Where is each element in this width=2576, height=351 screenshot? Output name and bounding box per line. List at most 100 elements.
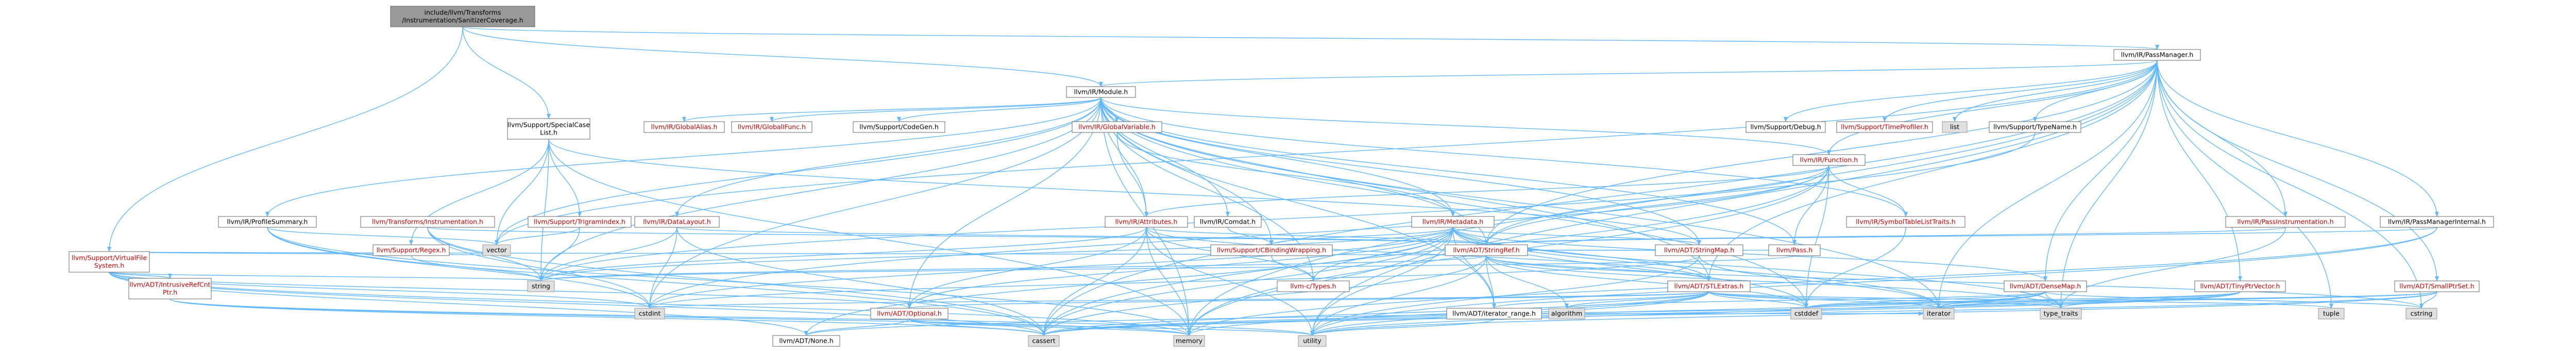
edge-passmanager-to-pmi [2157,60,2439,217]
node-box-debug [1745,121,1826,133]
node-pmi[interactable]: llvm/IR/PassManagerInternal.h [2380,216,2494,228]
node-box-cassert [1028,335,1060,347]
node-stringmap[interactable]: llvm/ADT/StringMap.h [1655,244,1743,256]
node-globalalias[interactable]: llvm/IR/GlobalAlias.h [643,121,725,133]
edge-root-to-speciallist [462,26,551,119]
edge-root-to-vfs [107,26,463,252]
edge-transinstr-to-cassert [427,227,1046,336]
edge-metadata-to-densemap [1452,227,2047,281]
node-iterator: iterator [1923,308,1955,320]
node-smallptrset[interactable]: llvm/ADT/SmallPtrSet.h [2394,280,2480,292]
node-module[interactable]: llvm/IR/Module.h [1066,86,1136,98]
node-label-regex-0: llvm/Support/Regex.h [377,246,446,254]
node-label-optional-0: llvm/ADT/Optional.h [877,310,942,317]
node-itrange[interactable]: llvm/ADT/iterator_range.h [1446,308,1542,320]
edge-metadata-to-cassert [1042,227,1453,336]
node-box-transinstr [360,216,495,228]
node-box-optional [870,308,948,320]
edge-speciallist-to-vector [495,139,549,245]
node-box-cstring [2405,308,2437,320]
edge-module-to-function [1100,97,1831,155]
node-stlextras[interactable]: llvm/ADT/STLExtras.h [1667,280,1751,292]
node-debug[interactable]: llvm/Support/Debug.h [1745,121,1826,133]
node-datalayout[interactable]: llvm/IR/DataLayout.h [634,216,720,228]
node-symtraits[interactable]: llvm/IR/SymbolTableListTraits.h [1846,216,1965,228]
node-tuple: tuple [2318,308,2345,320]
node-codegen[interactable]: llvm/Support/CodeGen.h [853,121,945,133]
edge-function-to-symtraits [1828,165,1908,217]
node-label-passinstr-0: llvm/IR/PassInstrumentation.h [2237,218,2333,226]
node-comdat[interactable]: llvm/IR/Comdat.h [1194,216,1262,228]
node-label-cassert-0: cassert [1032,337,1055,345]
node-typename[interactable]: llvm/Support/TypeName.h [1989,121,2081,133]
edge-passmanager-to-iterator [1937,60,2158,309]
node-label-globalvar-0: llvm/IR/GlobalVariable.h [1078,123,1156,131]
node-label-none-0: llvm/ADT/None.h [779,337,833,345]
edge-metadata-to-itrange [1452,227,1496,309]
node-timeprofiler[interactable]: llvm/Support/TimeProfiler.h [1836,121,1933,133]
edge-module-to-metadata [1100,97,1455,217]
node-label-transinstr-0: llvm/Transforms/Instrumentation.h [372,218,483,226]
node-ctypes[interactable]: llvm-c/Types.h [1277,280,1350,292]
node-tinyptr[interactable]: llvm/ADT/TinyPtrVector.h [2194,280,2286,292]
edge-module-to-stlextras [1100,97,1711,281]
edge-comdat-to-cbinding [1227,227,1274,245]
node-regex[interactable]: llvm/Support/Regex.h [372,244,450,256]
edge-passmanager-to-timeprofiler [1883,60,2158,122]
edge-module-to-comdat [1100,97,1230,217]
edge-transinstr-to-cstdint [427,227,652,309]
node-label-function-0: llvm/IR/Function.h [1800,156,1858,164]
node-label-memory-0: memory [1176,337,1203,345]
edge-metadata-to-optional [907,227,1453,309]
edge-densemap-to-cstring [2045,291,2424,309]
edge-module-to-profsummary [265,97,1101,217]
node-globalvar[interactable]: llvm/IR/GlobalVariable.h [1072,121,1162,133]
node-function[interactable]: llvm/IR/Function.h [1792,154,1866,166]
node-root: include/llvm/Transforms/Instrumentation/… [390,6,535,27]
edge-typename-to-stringref [1484,132,2036,245]
edge-speciallist-to-stringmap [548,139,1701,245]
node-densemap[interactable]: llvm/ADT/DenseMap.h [2004,280,2087,292]
edge-vfs-to-none [109,272,808,336]
node-box-iref [128,278,212,299]
node-pass[interactable]: llvm/Pass.h [1768,244,1821,256]
node-label-iterator-0: iterator [1927,310,1951,317]
edge-passmanager-to-tinyptr [2157,60,2242,281]
node-label-iref-0: llvm/ADT/IntrusiveRefCnt [129,281,210,289]
edge-globalvar-to-metadata [1116,132,1455,217]
node-label-metadata-0: llvm/IR/Metadata.h [1422,218,1483,226]
node-label-cstddef-0: cstddef [1794,310,1819,317]
node-transinstr[interactable]: llvm/Transforms/Instrumentation.h [360,216,495,228]
edge-densemap-to-algorithm [1565,291,2046,309]
node-trigram[interactable]: llvm/Support/TrigramIndex.h [528,216,632,228]
edge-function-to-cstdint [648,165,1829,309]
edge-passmanager-to-list [1953,60,2158,122]
node-optional[interactable]: llvm/ADT/Optional.h [870,308,948,320]
node-passinstr[interactable]: llvm/IR/PassInstrumentation.h [2225,216,2346,228]
edge-iref-to-memory [170,298,1191,336]
node-label-root-0: include/llvm/Transforms [425,9,501,16]
node-stringref[interactable]: llvm/ADT/StringRef.h [1445,244,1528,256]
node-metadata[interactable]: llvm/IR/Metadata.h [1411,216,1495,228]
edge-passinstr-to-typetraits [2059,227,2286,309]
node-passmanager[interactable]: llvm/IR/PassManager.h [2113,49,2201,61]
node-label-cstring-0: cstring [2411,310,2433,317]
node-cstddef: cstddef [1790,308,1822,320]
node-none[interactable]: llvm/ADT/None.h [772,335,840,347]
node-box-smallptrset [2394,280,2480,292]
edge-metadata-to-iterator [1452,227,1941,309]
node-box-regex [372,244,450,256]
node-label-trigram-0: llvm/Support/TrigramIndex.h [534,218,625,226]
node-globalifunc[interactable]: llvm/IR/GlobalIFunc.h [731,121,812,133]
node-profsummary[interactable]: llvm/IR/ProfileSummary.h [218,216,317,228]
node-cbinding[interactable]: llvm/Support/CBindingWrapping.h [1210,244,1333,256]
edge-passmanager-to-debug [1784,60,2158,122]
node-attributes[interactable]: llvm/IR/Attributes.h [1105,216,1188,228]
edge-metadata-to-none [804,227,1453,336]
edge-metadata-to-cbinding [1269,227,1453,245]
edge-metadata-to-stringmap [1452,227,1701,245]
node-memory: memory [1173,335,1205,347]
